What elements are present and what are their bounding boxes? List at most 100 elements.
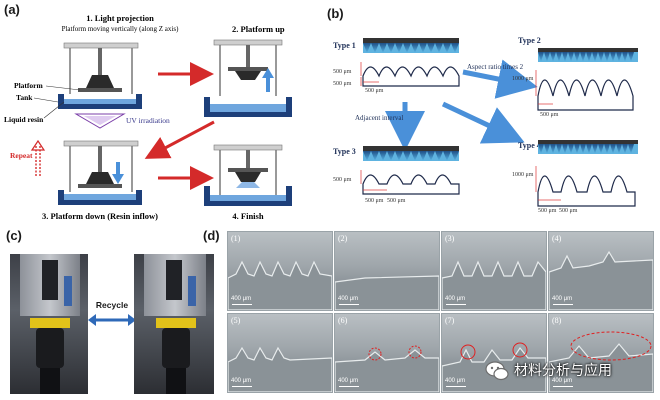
panel-a-label: (a)	[4, 2, 20, 17]
uv-label: UV irradiation	[126, 116, 170, 125]
setup-3	[58, 140, 142, 205]
type2-width-label: 500 μm	[540, 112, 559, 118]
panel-a: (a) 1. Light projection Platform moving …	[0, 0, 320, 225]
defect-marker	[570, 331, 652, 361]
type4-profile	[537, 175, 636, 207]
adjacent-label: Adjacent interval	[355, 114, 403, 122]
defect-marker	[460, 344, 476, 360]
type1-dims	[360, 62, 379, 86]
type4-width-label-b: 500 μm	[559, 208, 578, 214]
sem-image-2: (2) 400 μm	[334, 231, 440, 311]
type4-render	[538, 140, 638, 154]
scale-bar	[446, 385, 466, 387]
sem-index-label: (6)	[338, 316, 348, 325]
scale-bar	[339, 303, 359, 305]
type3-label: Type 3	[333, 147, 356, 156]
scale-bar	[553, 303, 573, 305]
panel-d-label: (d)	[203, 228, 220, 243]
label-liquid-resin: Liquid resin	[4, 115, 44, 124]
panel-d: (d) (1) 400 μm (2) 400 μm (3) 400 μm (4) 400 μm…	[203, 226, 660, 400]
scale-bar-label: 400 μm	[231, 296, 252, 302]
scale-bar-label: 400 μm	[552, 296, 573, 302]
wechat-icon	[485, 361, 509, 381]
step2-title: 2. Platform up	[232, 24, 285, 34]
type3-height-label: 500 μm	[333, 177, 352, 183]
scale-bar	[446, 303, 466, 305]
sem-index-label: (5)	[231, 316, 241, 325]
up-arrow-icon	[262, 68, 274, 78]
type2-render	[538, 48, 638, 62]
type1-label: Type 1	[333, 41, 356, 50]
scale-bar-label: 400 μm	[338, 296, 359, 302]
sem-image-3: (3) 400 μm	[441, 231, 547, 311]
type1-profile	[362, 66, 460, 87]
type1-height-label: 500 μm	[333, 69, 352, 75]
setup-2	[204, 39, 292, 117]
watermark: 材料分析与应用	[476, 355, 660, 387]
sem-index-label: (3)	[445, 234, 455, 243]
type3-profile	[362, 174, 460, 195]
panel-c: (c) Recycle	[0, 226, 222, 400]
type1-base-label: 500 μm	[333, 81, 352, 87]
setup-1	[58, 42, 142, 109]
watermark-text: 材料分析与应用	[514, 363, 612, 379]
type3-render	[363, 146, 459, 161]
scale-bar-label: 400 μm	[552, 378, 573, 384]
label-platform: Platform	[14, 81, 43, 90]
down-arrow-icon	[112, 174, 124, 184]
step4-title: 4. Finish	[232, 211, 263, 221]
scale-bar-label: 400 μm	[445, 378, 466, 384]
defect-marker	[408, 345, 422, 359]
arrow-to-type4	[441, 101, 525, 144]
sem-image-8: (8) 400 μm	[548, 313, 654, 393]
type3-dims	[360, 170, 387, 191]
panel-b-label: (b)	[327, 6, 344, 21]
sem-image-1: (1) 400 μm	[227, 231, 333, 311]
type4-width-label-a: 500 μm	[538, 208, 557, 214]
type3-width-label-a: 500 μm	[365, 198, 384, 204]
sem-index-label: (7)	[445, 316, 455, 325]
sem-index-label: (1)	[231, 234, 241, 243]
recycle-arrow	[88, 314, 136, 326]
scale-bar-label: 400 μm	[445, 296, 466, 302]
type4-height-label: 1000 μm	[512, 172, 534, 178]
label-tank: Tank	[16, 93, 33, 102]
scale-bar	[339, 385, 359, 387]
type2-profile	[537, 79, 634, 111]
type4-dims	[535, 166, 561, 201]
sem-index-label: (2)	[338, 234, 348, 243]
step1-subtitle: Platform moving vertically (along Z axis…	[62, 25, 180, 33]
step1-title: 1. Light projection	[86, 13, 154, 23]
type1-render	[363, 38, 459, 53]
arrow-step2-to-3	[144, 120, 215, 159]
setup-4	[204, 144, 292, 206]
type2-dims	[535, 70, 553, 105]
scale-bar	[232, 303, 252, 305]
scale-bar	[232, 385, 252, 387]
repeat-arrow	[30, 139, 46, 176]
printing-process-diagram: 1. Light projection Platform moving vert…	[4, 13, 292, 221]
sem-image-6: (6)400 μm	[334, 313, 440, 393]
repeat-label: Repeat	[10, 151, 33, 160]
defect-marker	[512, 342, 528, 358]
type2-height-label: 1000 μm	[512, 76, 534, 82]
recycle-label: Recycle	[95, 300, 129, 310]
step3-title: 3. Platform down (Resin inflow)	[42, 211, 158, 221]
arrow-to-type2	[462, 59, 538, 99]
scale-bar-label: 400 μm	[231, 378, 252, 384]
peel-test-photo-1	[10, 254, 88, 394]
sem-image-7: (7) 400 μm	[441, 313, 547, 393]
defect-marker	[368, 347, 382, 361]
sem-image-5: (5) 400 μm	[227, 313, 333, 393]
type3-width-label-b: 500 μm	[387, 198, 406, 204]
panel-b: (b) Type 1 500 μm 500 μm 500 μm	[325, 0, 660, 225]
sem-index-label: (4)	[552, 234, 562, 243]
sem-image-4: (4) 400 μm	[548, 231, 654, 311]
type4-label: Type 4	[518, 141, 541, 150]
peel-test-photo-2	[134, 254, 214, 394]
type2-label: Type 2	[518, 36, 541, 45]
microstructure-types-diagram: Type 1 500 μm 500 μm 500 μm Aspect ratio…	[333, 36, 638, 214]
aspect-label: Aspect ratio times 2	[467, 63, 524, 71]
panel-c-label: (c)	[6, 228, 22, 243]
sem-index-label: (8)	[552, 316, 562, 325]
